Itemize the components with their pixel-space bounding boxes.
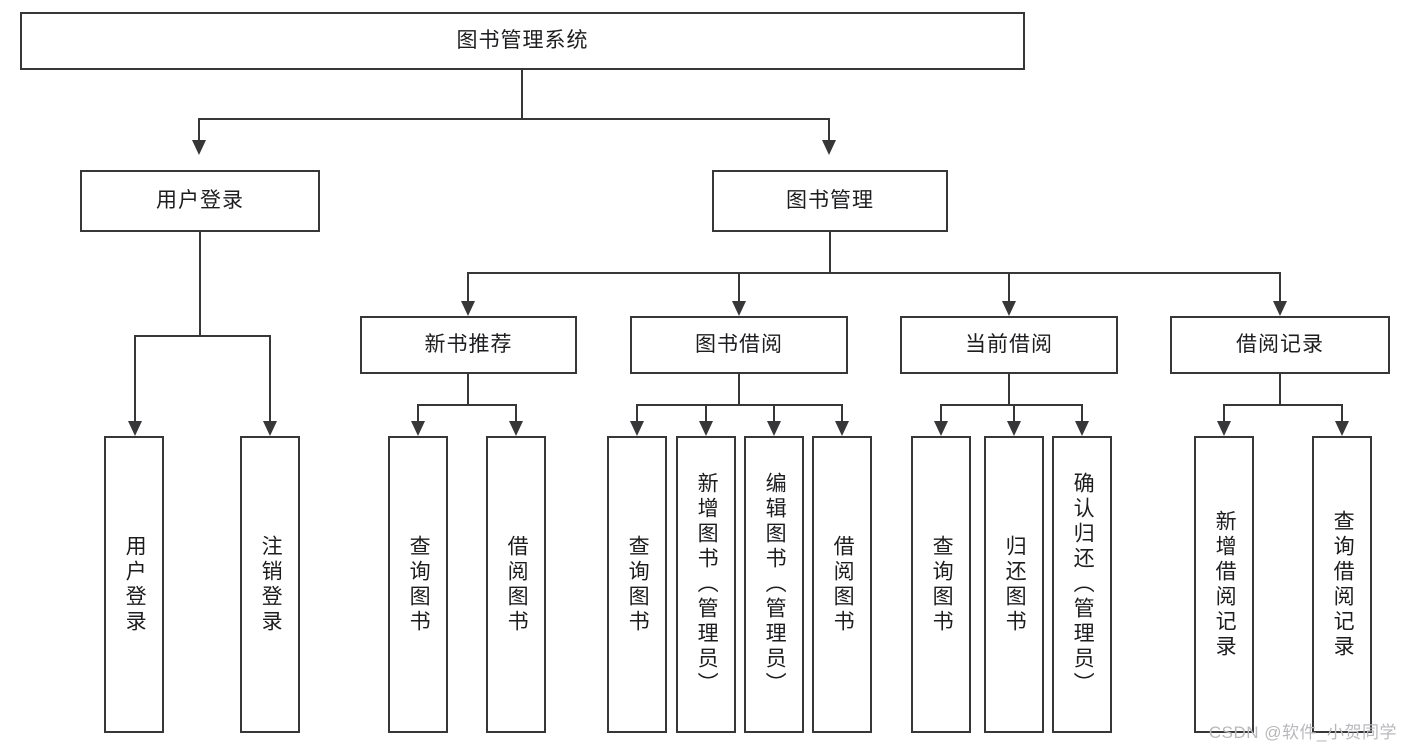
node-new-book-recommend[interactable]: 新书推荐 [360, 316, 577, 374]
connector-root-drop-right [828, 118, 830, 140]
node-leaf-rec-borrow-book[interactable]: 借阅图书 [486, 436, 546, 733]
arrowhead-to-leaf-br-add-record [1217, 421, 1231, 436]
arrowhead-to-new-book-rec [461, 301, 475, 316]
connector-bm-drop-1 [467, 272, 469, 301]
node-label: 编辑图书（管理员） [763, 472, 787, 697]
node-leaf-bb-borrow-book[interactable]: 借阅图书 [812, 436, 872, 733]
node-label: 新增借阅记录 [1213, 509, 1237, 660]
node-label: 用户登录 [156, 188, 244, 212]
connector-nbr-drop-1 [417, 404, 419, 421]
arrowhead-to-leaf-user-logout [263, 421, 277, 436]
node-book-borrow[interactable]: 图书借阅 [630, 316, 848, 374]
arrowhead-to-leaf-bb-add-book [699, 421, 713, 436]
node-label: 新增图书（管理员） [695, 472, 719, 697]
connector-root-drop-left [198, 118, 200, 140]
node-label: 新书推荐 [424, 332, 513, 356]
node-leaf-bb-add-book[interactable]: 新增图书（管理员） [676, 436, 736, 733]
node-label: 确认归还（管理员） [1071, 472, 1095, 697]
connector-bb-drop-3 [773, 404, 775, 421]
node-label: 借阅图书 [505, 534, 529, 635]
connector-cb-stem [1008, 374, 1010, 404]
node-borrow-record[interactable]: 借阅记录 [1170, 316, 1390, 374]
node-label: 图书管理系统 [456, 28, 589, 52]
connector-nbr-drop-2 [515, 404, 517, 421]
node-label: 查询借阅记录 [1331, 509, 1355, 660]
connector-br-drop-1 [1223, 404, 1225, 421]
node-label: 借阅记录 [1236, 332, 1324, 356]
connector-bm-drop-3 [1008, 272, 1010, 301]
connector-user-login-bus [134, 335, 271, 337]
arrowhead-to-book-borrow [732, 301, 746, 316]
node-leaf-bb-edit-book[interactable]: 编辑图书（管理员） [744, 436, 804, 733]
connector-br-bus [1223, 404, 1342, 406]
connector-bb-drop-1 [636, 404, 638, 421]
arrowhead-to-current-borrow [1002, 301, 1016, 316]
node-leaf-user-logout[interactable]: 注销登录 [240, 436, 300, 733]
node-label: 图书管理 [786, 188, 874, 212]
node-leaf-br-query-record[interactable]: 查询借阅记录 [1312, 436, 1372, 733]
connector-bb-bus [636, 404, 842, 406]
node-current-borrow[interactable]: 当前借阅 [900, 316, 1118, 374]
connector-br-drop-2 [1341, 404, 1343, 421]
connector-user-login-stem [199, 232, 201, 335]
arrowhead-to-user-login [192, 140, 206, 155]
arrowhead-to-leaf-bb-query-book [630, 421, 644, 436]
connector-cb-drop-2 [1013, 404, 1015, 421]
arrowhead-to-leaf-cb-return-book [1007, 421, 1021, 436]
connector-nbr-bus [417, 404, 516, 406]
node-leaf-cb-query-book[interactable]: 查询图书 [911, 436, 971, 733]
connector-br-stem [1279, 374, 1281, 404]
node-label: 当前借阅 [965, 332, 1053, 356]
arrowhead-to-borrow-record [1273, 301, 1287, 316]
connector-cb-drop-3 [1081, 404, 1083, 421]
arrowhead-to-leaf-cb-query-book [934, 421, 948, 436]
connector-book-manage-bus [467, 272, 1280, 274]
node-leaf-cb-confirm-return[interactable]: 确认归还（管理员） [1052, 436, 1112, 733]
connector-bm-drop-4 [1279, 272, 1281, 301]
arrowhead-to-leaf-bb-borrow-book [835, 421, 849, 436]
arrowhead-to-book-manage [822, 140, 836, 155]
arrowhead-to-leaf-br-query-record [1335, 421, 1349, 436]
node-label: 注销登录 [259, 534, 283, 635]
arrowhead-to-leaf-rec-query-book [411, 421, 425, 436]
node-label: 借阅图书 [831, 534, 855, 635]
node-leaf-br-add-record[interactable]: 新增借阅记录 [1194, 436, 1254, 733]
node-label: 用户登录 [123, 534, 147, 635]
connector-cb-drop-1 [940, 404, 942, 421]
node-label: 查询图书 [626, 534, 650, 635]
node-leaf-cb-return-book[interactable]: 归还图书 [984, 436, 1044, 733]
connector-user-login-drop-1 [134, 335, 136, 421]
connector-cb-bus [940, 404, 1082, 406]
node-leaf-bb-query-book[interactable]: 查询图书 [607, 436, 667, 733]
node-root-book-management-system[interactable]: 图书管理系统 [20, 12, 1025, 70]
arrowhead-to-leaf-bb-edit-book [767, 421, 781, 436]
connector-bm-drop-2 [738, 272, 740, 301]
connector-nbr-stem [467, 374, 469, 404]
node-user-login[interactable]: 用户登录 [80, 170, 320, 232]
connector-root-bus [198, 118, 830, 120]
node-label: 图书借阅 [695, 332, 783, 356]
node-label: 归还图书 [1003, 534, 1027, 635]
arrowhead-to-leaf-rec-borrow-book [509, 421, 523, 436]
node-label: 查询图书 [407, 534, 431, 635]
connector-bb-drop-4 [841, 404, 843, 421]
node-label: 查询图书 [930, 534, 954, 635]
node-book-manage[interactable]: 图书管理 [712, 170, 948, 232]
arrowhead-to-leaf-cb-confirm-return [1075, 421, 1089, 436]
connector-root-stem [521, 70, 523, 118]
connector-bb-drop-2 [705, 404, 707, 421]
connector-user-login-drop-2 [269, 335, 271, 421]
node-leaf-rec-query-book[interactable]: 查询图书 [388, 436, 448, 733]
connector-book-manage-stem [829, 232, 831, 272]
arrowhead-to-leaf-user-login [128, 421, 142, 436]
connector-bb-stem [738, 374, 740, 404]
node-leaf-user-login[interactable]: 用户登录 [104, 436, 164, 733]
